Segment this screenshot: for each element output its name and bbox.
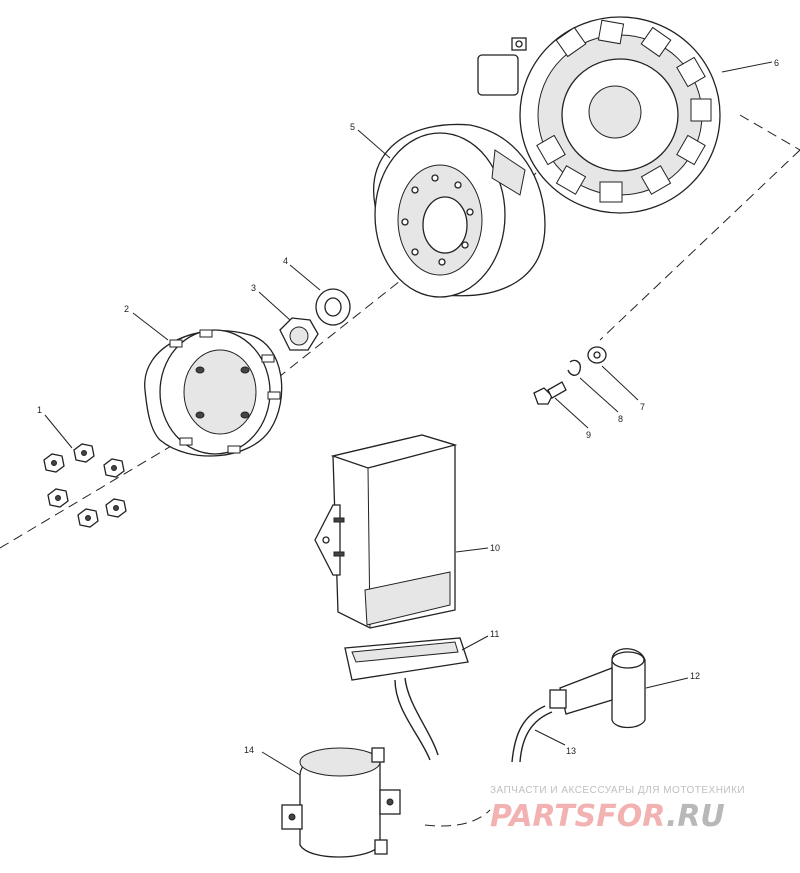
high-tension-lead <box>511 705 553 763</box>
ignition-coil <box>281 747 401 858</box>
starter-cup <box>144 329 283 457</box>
callout-14: 14 <box>244 745 254 755</box>
nut <box>279 317 319 351</box>
bolt <box>47 488 69 508</box>
flywheel <box>373 123 546 298</box>
callout-9: 9 <box>586 430 591 440</box>
callout-3: 3 <box>251 283 256 293</box>
bolt <box>105 498 127 518</box>
bolt <box>43 453 65 473</box>
small-hardware <box>533 346 607 405</box>
callout-1: 1 <box>37 405 42 415</box>
watermark-logo: PARTSFOR.RU <box>490 799 725 834</box>
callout-7: 7 <box>640 402 645 412</box>
callout-11: 11 <box>490 629 499 639</box>
bolts <box>43 443 127 528</box>
stator <box>477 16 721 214</box>
washer <box>315 288 351 326</box>
watermark: ЗАПЧАСТИ И АКСЕССУАРЫ ДЛЯ МОТОТЕХНИКИ PA… <box>490 785 745 834</box>
cdi-module <box>314 434 458 629</box>
watermark-subtitle: ЗАПЧАСТИ И АКСЕССУАРЫ ДЛЯ МОТОТЕХНИКИ <box>490 785 745 796</box>
spark-plug-cap <box>549 648 646 729</box>
leader-lines <box>44 61 773 776</box>
callout-labels: 1 2 3 4 5 6 7 8 9 10 11 12 13 14 <box>37 58 779 756</box>
bolt <box>77 508 99 528</box>
lock-washer <box>567 359 582 376</box>
bolt <box>103 458 125 478</box>
callout-4: 4 <box>283 256 288 266</box>
watermark-brand: PARTSFOR <box>490 799 666 834</box>
watermark-domain: .RU <box>666 799 725 834</box>
bolt <box>73 443 95 463</box>
connector <box>344 637 469 761</box>
callout-5: 5 <box>350 122 355 132</box>
callout-8: 8 <box>618 414 623 424</box>
callout-2: 2 <box>124 304 129 314</box>
callout-13: 13 <box>566 746 576 756</box>
callout-10: 10 <box>490 543 500 553</box>
callout-6: 6 <box>774 58 779 68</box>
callout-12: 12 <box>690 671 700 681</box>
screw <box>533 381 567 405</box>
